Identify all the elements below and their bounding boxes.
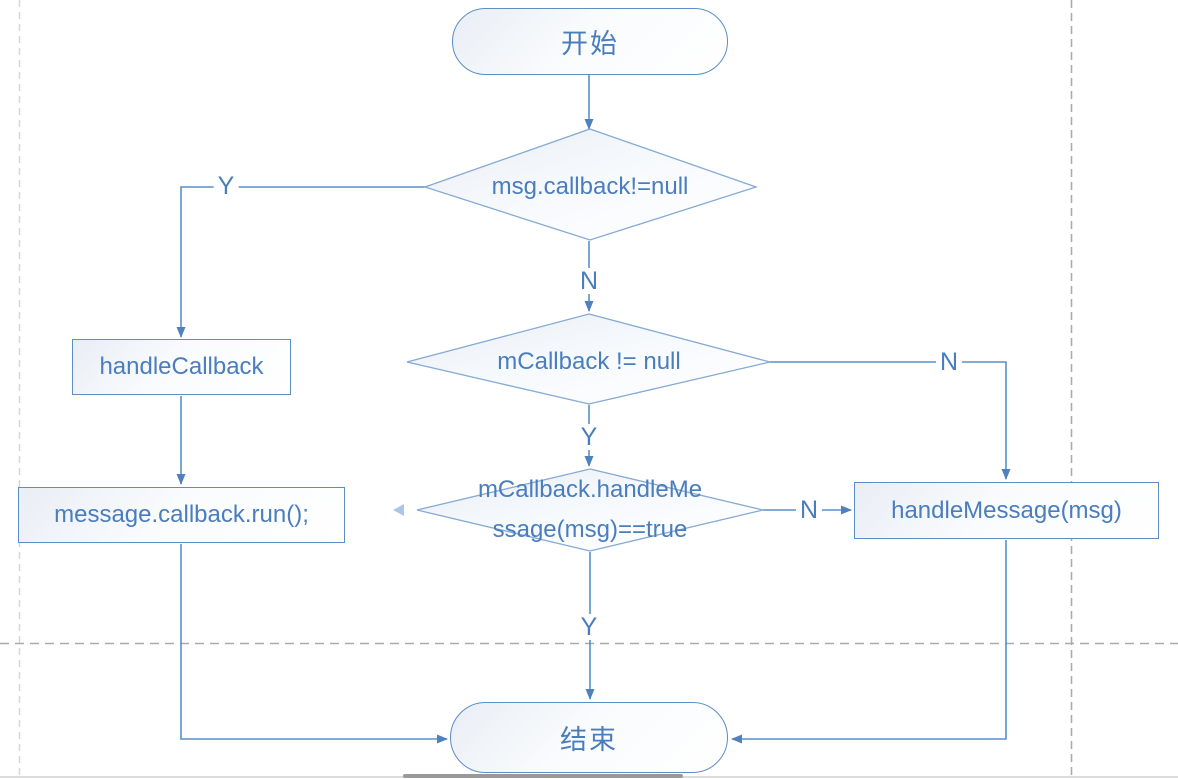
process-handle-message[interactable]: handleMessage(msg): [854, 482, 1159, 539]
process-message-callback-run-label: message.callback.run();: [54, 501, 309, 528]
process-handle-callback-label: handleCallback: [99, 353, 264, 380]
decision-msg-callback-shape[interactable]: [422, 128, 759, 241]
branch-label-d3-yes: Y: [576, 614, 602, 640]
connectors: [176, 75, 1011, 744]
connector-d1-yes-to-handlecallback: [176, 186, 426, 338]
decision-mcallback-handlemessage-shape[interactable]: [416, 468, 764, 552]
start-node[interactable]: 开始: [452, 8, 728, 75]
process-handle-callback[interactable]: handleCallback: [72, 339, 291, 395]
end-node[interactable]: 结束: [450, 702, 728, 773]
branch-label-d2-no: N: [935, 349, 963, 375]
stub-arrowhead-d3-left: [393, 504, 404, 516]
connector-run-to-end: [180, 544, 448, 744]
end-node-label: 结束: [560, 725, 618, 755]
connector-handlemessage-to-end: [731, 540, 1007, 744]
connector-d2-no-to-handlemessage: [770, 361, 1011, 480]
decision-mcallback-null-shape[interactable]: [406, 313, 771, 405]
branch-label-d2-yes: Y: [576, 424, 602, 450]
start-node-label: 开始: [561, 29, 619, 59]
horizontal-scrollbar-thumb[interactable]: [403, 774, 683, 778]
branch-label-d1-no: N: [575, 268, 603, 294]
branch-label-d1-yes: Y: [213, 173, 239, 199]
process-message-callback-run[interactable]: message.callback.run();: [18, 487, 345, 543]
process-handle-message-label: handleMessage(msg): [891, 496, 1122, 524]
branch-label-d3-no: N: [795, 497, 823, 523]
